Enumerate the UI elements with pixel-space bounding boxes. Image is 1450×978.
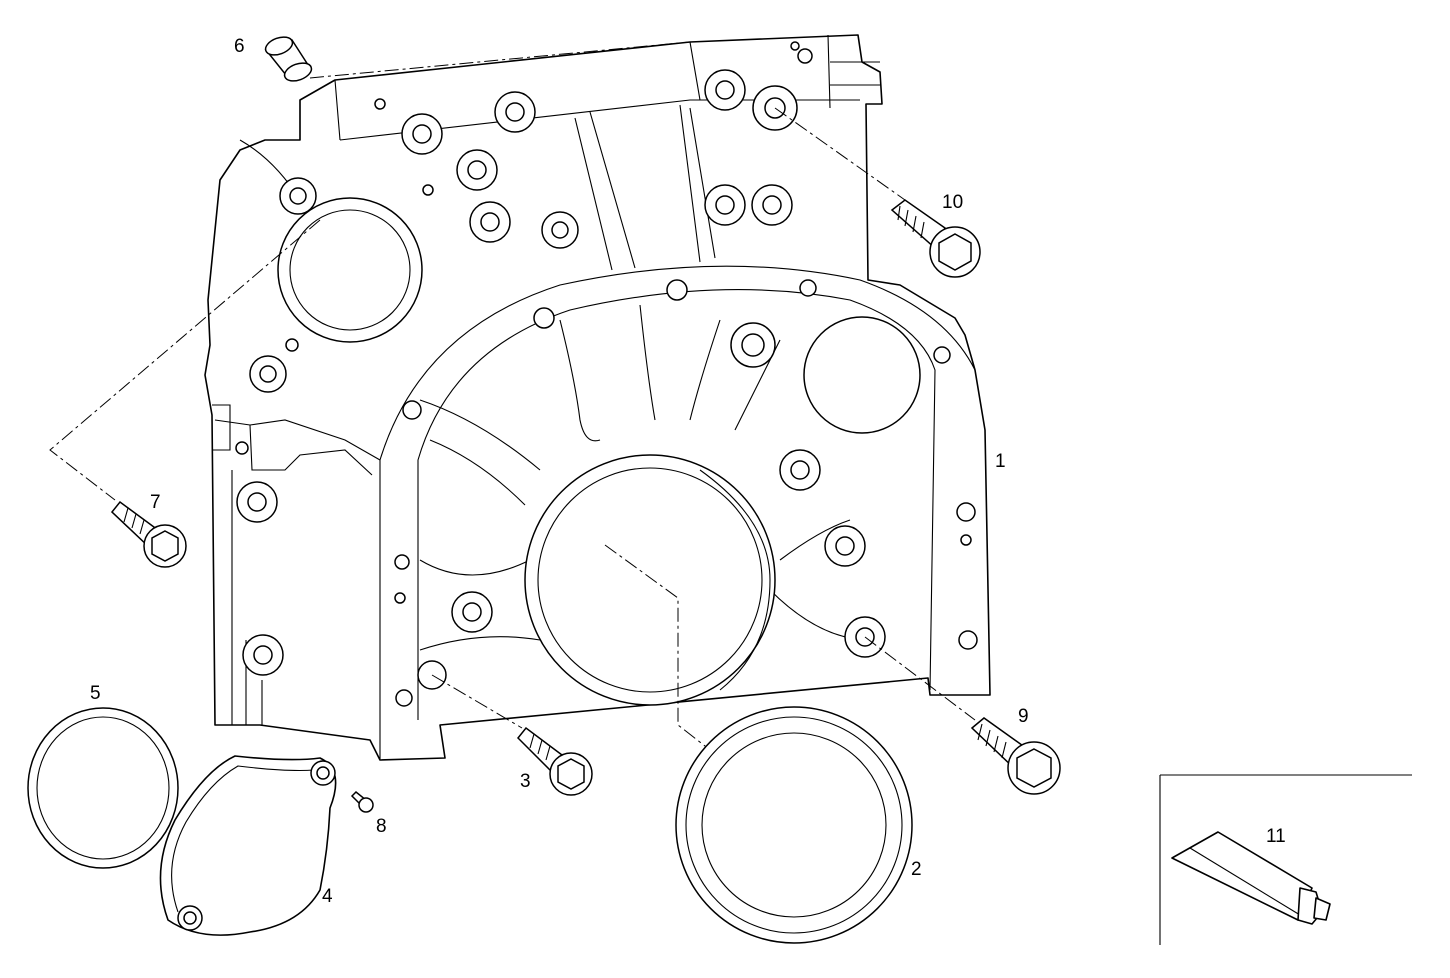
callout-2: 2 xyxy=(911,859,922,880)
bolt-part-9[interactable] xyxy=(970,717,1061,795)
sealant-tube-part-11[interactable] xyxy=(1171,831,1331,925)
cover-plate-part-4[interactable] xyxy=(159,755,337,936)
seal-ring-part-2[interactable] xyxy=(675,706,913,944)
callout-labels: 1 2 3 4 5 6 7 8 9 10 11 xyxy=(90,36,1286,907)
bolt-part-7[interactable] xyxy=(110,500,187,568)
bolt-part-3[interactable] xyxy=(516,726,593,796)
callout-10: 10 xyxy=(942,192,963,213)
callout-3: 3 xyxy=(520,771,531,792)
sealant-inset xyxy=(1159,774,1412,945)
callout-8: 8 xyxy=(376,816,387,837)
bolt-part-10[interactable] xyxy=(890,199,981,278)
callout-7: 7 xyxy=(150,492,161,513)
callout-6: 6 xyxy=(234,36,245,57)
callout-4: 4 xyxy=(322,886,333,907)
callout-11: 11 xyxy=(1266,826,1286,847)
o-ring-part-5[interactable] xyxy=(27,707,179,869)
screw-part-8[interactable] xyxy=(350,790,374,813)
timing-cover-housing[interactable] xyxy=(204,34,991,761)
callout-5: 5 xyxy=(90,683,101,704)
callout-9: 9 xyxy=(1018,706,1029,727)
plug-part-6[interactable] xyxy=(263,34,314,85)
callout-1: 1 xyxy=(995,451,1006,472)
